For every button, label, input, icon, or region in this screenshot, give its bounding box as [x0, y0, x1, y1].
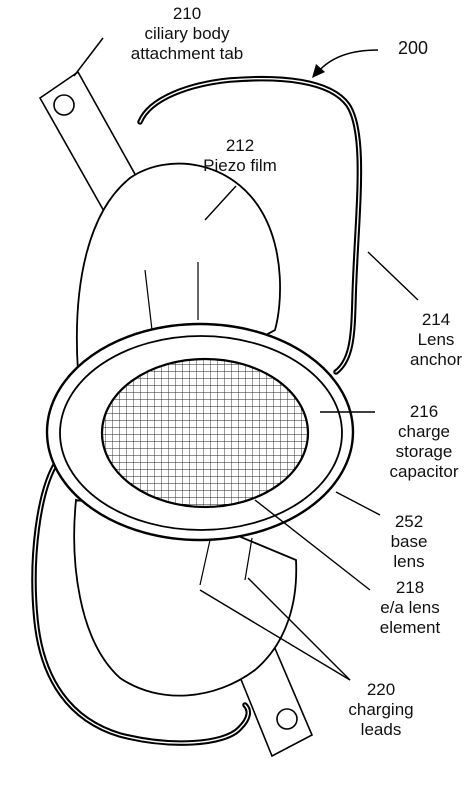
tab-leader-line — [73, 37, 104, 77]
label-tab-line1: ciliary body — [144, 24, 230, 43]
label-capacitor-line3: capacitor — [389, 462, 459, 481]
label-leads-line2: leads — [360, 720, 402, 739]
label-base-num: 252 — [394, 512, 424, 531]
ea-lens-element — [100, 357, 310, 509]
label-capacitor: 216 charge storage capacitor — [374, 402, 474, 482]
label-anchor-line1: Lens — [417, 330, 455, 349]
label-piezo: 212 Piezo film — [190, 136, 290, 176]
label-piezo-line1: Piezo film — [203, 156, 277, 175]
lower-film-lead-left — [199, 539, 211, 586]
label-anchor: 214 Lens anchor — [396, 310, 474, 370]
label-base-line1: base — [390, 532, 428, 551]
lower-film-lead-right — [244, 537, 253, 581]
label-anchor-line2: anchor — [410, 350, 462, 369]
label-element-line2: element — [379, 618, 441, 637]
label-tab: 210 ciliary body attachment tab — [122, 4, 252, 64]
label-element-num: 218 — [395, 578, 425, 597]
upper-piezo-film — [75, 162, 281, 373]
figure-number-arrow — [317, 49, 379, 73]
label-leads-line1: charging — [348, 700, 414, 719]
upper-lens-anchor-core — [139, 78, 361, 373]
label-piezo-num: 212 — [225, 136, 255, 155]
label-capacitor-line2: storage — [395, 442, 453, 461]
label-leads: 220 charging leads — [336, 680, 426, 740]
label-base: 252 base lens — [374, 512, 444, 572]
upper-film-lead-left — [144, 269, 153, 331]
label-element: 218 e/a lens element — [360, 578, 460, 638]
label-tab-num: 210 — [172, 4, 202, 23]
label-base-line2: lens — [393, 552, 425, 571]
lower-piezo-film — [73, 498, 298, 697]
label-tab-line2: attachment tab — [130, 44, 244, 63]
lower-lens-anchor-core — [33, 459, 249, 744]
figure-number-arrowhead — [312, 64, 325, 78]
leader-lines — [199, 185, 419, 681]
label-anchor-num: 214 — [421, 310, 451, 329]
label-leads-num: 220 — [366, 680, 396, 699]
label-capacitor-num: 216 — [409, 402, 439, 421]
label-capacitor-line1: charge — [398, 422, 450, 441]
label-element-line1: e/a lens — [380, 598, 440, 617]
figure-number: 200 — [397, 38, 429, 58]
